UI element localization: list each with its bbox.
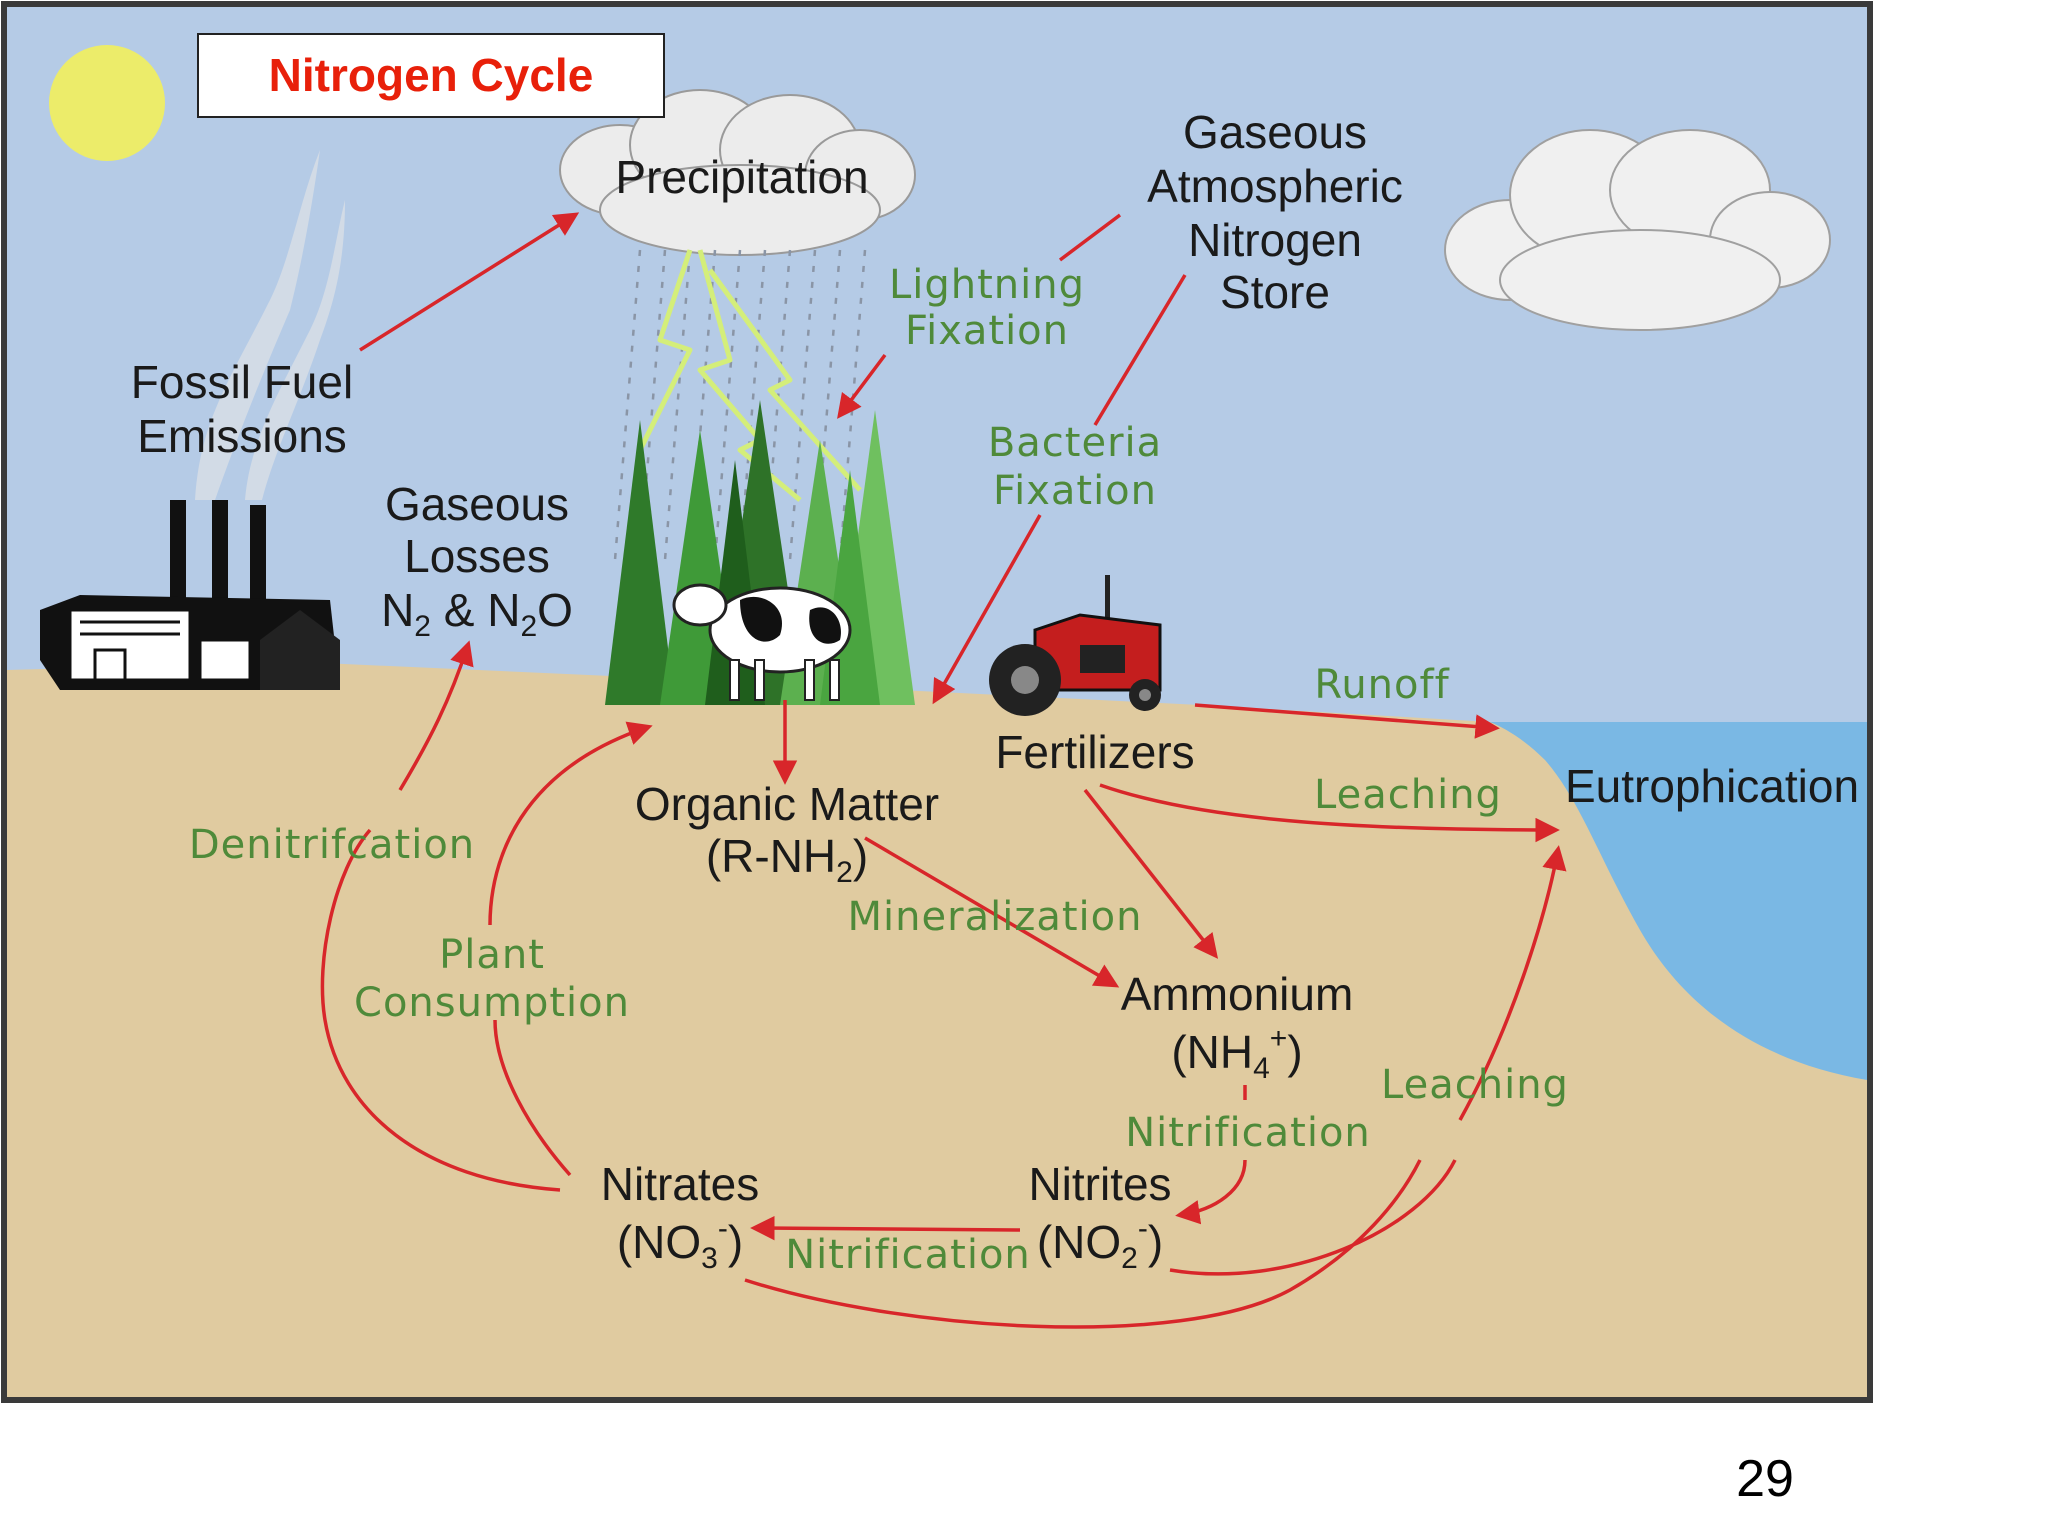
svg-text:Store: Store [1220,266,1330,318]
soil-ground [7,662,1867,1397]
svg-text:Nitrites: Nitrites [1028,1158,1171,1210]
title-box [197,33,665,118]
svg-text:Nitrates: Nitrates [601,1158,759,1210]
process-nitrification-vertical: Nitrification [1125,1110,1371,1156]
svg-text:Atmospheric: Atmospheric [1147,160,1403,212]
label-ammonium: Ammonium (NH4+) [1121,968,1354,1085]
arrow-plant-consumption [488,727,648,1177]
cloud-icon-right [1444,129,1831,331]
svg-text:N2 & N2O: N2 & N2O [381,584,573,643]
svg-text:Emissions: Emissions [137,410,347,462]
process-mineralization: Mineralization [848,894,1143,940]
label-nitrites: Nitrites (NO2-) [1028,1158,1171,1275]
arrow-nitrates-to-eutrophication [744,1159,1422,1329]
cloud-icon [559,89,916,256]
svg-text:(NO3-): (NO3-) [617,1212,743,1275]
process-nitrification-horizontal: Nitrification [785,1232,1031,1278]
arrow-store-to-bacteria [1093,274,1187,426]
svg-text:Bacteria: Bacteria [988,420,1162,466]
sun-icon [49,45,165,161]
process-lightning-fixation: Lightning Fixation [889,262,1085,354]
svg-text:Fixation: Fixation [993,468,1157,514]
svg-text:(R-NH2): (R-NH2) [706,830,868,889]
arrow-nitrification-down [1180,1085,1247,1215]
label-precipitation: Precipitation [615,151,868,203]
page-number: 29 [1736,1450,1794,1508]
smoke-icon [195,150,345,500]
svg-text:Gaseous: Gaseous [1183,106,1367,158]
process-bacteria-fixation: Bacteria Fixation [988,420,1162,514]
cow-icon [672,583,852,701]
process-runoff: Runoff [1314,662,1449,708]
tractor-icon [989,575,1162,716]
arrow-fossil-to-precipitation [359,212,580,352]
label-organic-matter: Organic Matter (R-NH2) [635,778,939,889]
label-nitrates: Nitrates (NO3-) [601,1158,759,1275]
label-fossil-fuel: Fossil Fuel Emissions [131,356,353,462]
svg-text:Consumption: Consumption [354,980,630,1026]
label-fertilizers: Fertilizers [995,726,1194,778]
label-eutrophication: Eutrophication [1565,760,1859,812]
svg-text:Organic Matter: Organic Matter [635,778,939,830]
process-plant-consumption: Plant Consumption [354,932,630,1026]
arrow-leaching-top [1099,783,1560,843]
arrow-denitrification [320,645,561,1192]
arrow-bacteria-fixation [932,514,1042,705]
svg-text:Gaseous: Gaseous [385,478,569,530]
arrow-lightning-fixation [837,353,887,419]
arrow-runoff [1194,703,1500,739]
label-gaseous-store: Gaseous Atmospheric Nitrogen Store [1147,106,1403,318]
svg-text:Fossil Fuel: Fossil Fuel [131,356,353,408]
svg-text:Plant: Plant [439,932,545,978]
process-leaching-top: Leaching [1314,772,1502,818]
water-body [1490,722,1867,1080]
page-title: Nitrogen Cycle [269,49,594,101]
arrow-store-to-lightning [1058,213,1122,262]
process-leaching-right: Leaching [1381,1062,1569,1108]
svg-text:Ammonium: Ammonium [1121,968,1354,1020]
arrow-nitrification-left [750,1215,1021,1241]
arrow-fertilizer-to-ammonium [1083,788,1219,959]
lightning-icon [637,249,862,502]
arrow-leaching-right [1169,850,1558,1276]
arrow-mineralization [864,836,1120,988]
svg-text:(NO2-): (NO2-) [1037,1212,1163,1275]
arrows [320,212,1560,1329]
svg-text:Nitrogen: Nitrogen [1188,214,1362,266]
svg-text:Losses: Losses [404,530,550,582]
svg-text:Fixation: Fixation [905,308,1069,354]
process-denitrification: Denitrifcation [189,822,475,868]
factory-icon [40,500,340,690]
label-gaseous-losses: Gaseous Losses N2 & N2O [381,478,573,643]
svg-text:Lightning: Lightning [889,262,1085,308]
svg-text:(NH4+): (NH4+) [1171,1022,1302,1085]
